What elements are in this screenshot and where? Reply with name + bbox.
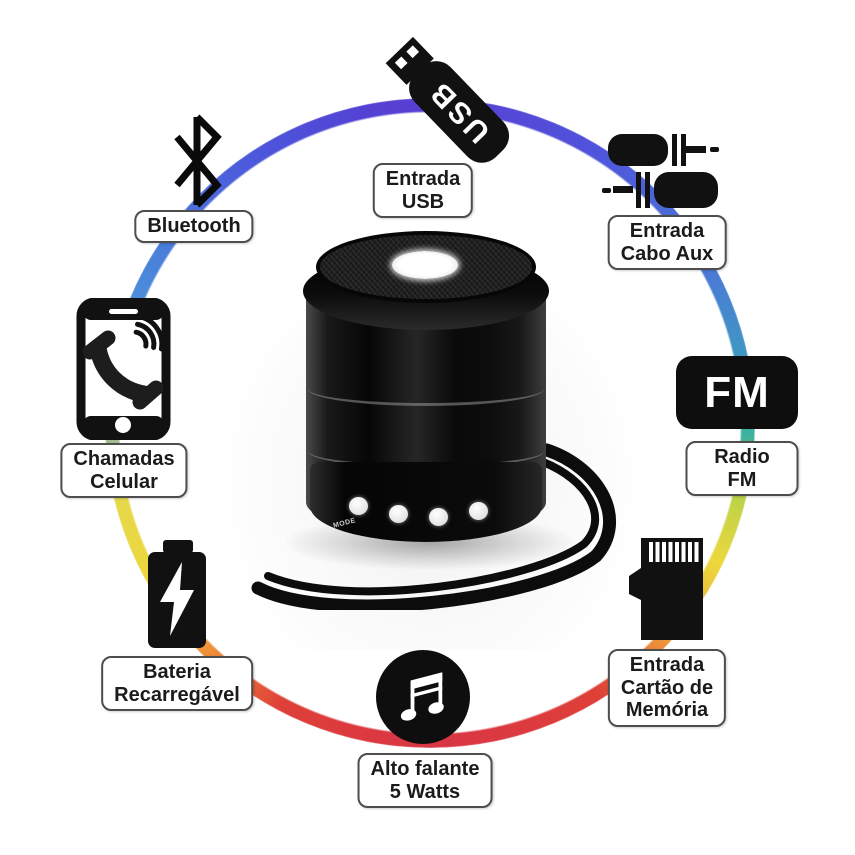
label-bateria-recarregavel: Bateria Recarregável (101, 656, 253, 712)
fm-radio-icon: FM (676, 356, 798, 429)
label-alto-falante-5watts: Alto falante 5 Watts (357, 753, 493, 809)
usb-drive-icon: USB (385, 36, 510, 163)
label-entrada-usb: Entrada USB (372, 163, 474, 219)
memory-card-icon (629, 538, 703, 640)
speaker-play-button (429, 508, 448, 526)
fm-icon-text: FM (704, 367, 770, 417)
speaker-prev-button (389, 505, 408, 523)
music-note-glyph (400, 672, 444, 721)
speaker-mesh-top (316, 231, 536, 303)
speaker-next-button (469, 502, 488, 520)
label-entrada-cartao-memoria: Entrada Cartão de Memória (607, 649, 727, 727)
rca-cables-icon (602, 134, 719, 208)
music-note-icon (376, 650, 470, 744)
label-bluetooth: Bluetooth (134, 210, 254, 243)
label-radio-fm: Radio FM (685, 441, 799, 497)
label-chamadas-celular: Chamadas Celular (60, 443, 188, 499)
speaker-mode-button (349, 497, 368, 515)
speaker-top-light (392, 251, 458, 279)
phone-call-icon (76, 298, 171, 440)
label-entrada-cabo-aux: Entrada Cabo Aux (607, 215, 727, 271)
battery-charge-icon (148, 540, 206, 648)
speaker-control-band (310, 462, 542, 542)
speaker-groove (308, 372, 544, 406)
bluetooth-icon (174, 114, 222, 208)
